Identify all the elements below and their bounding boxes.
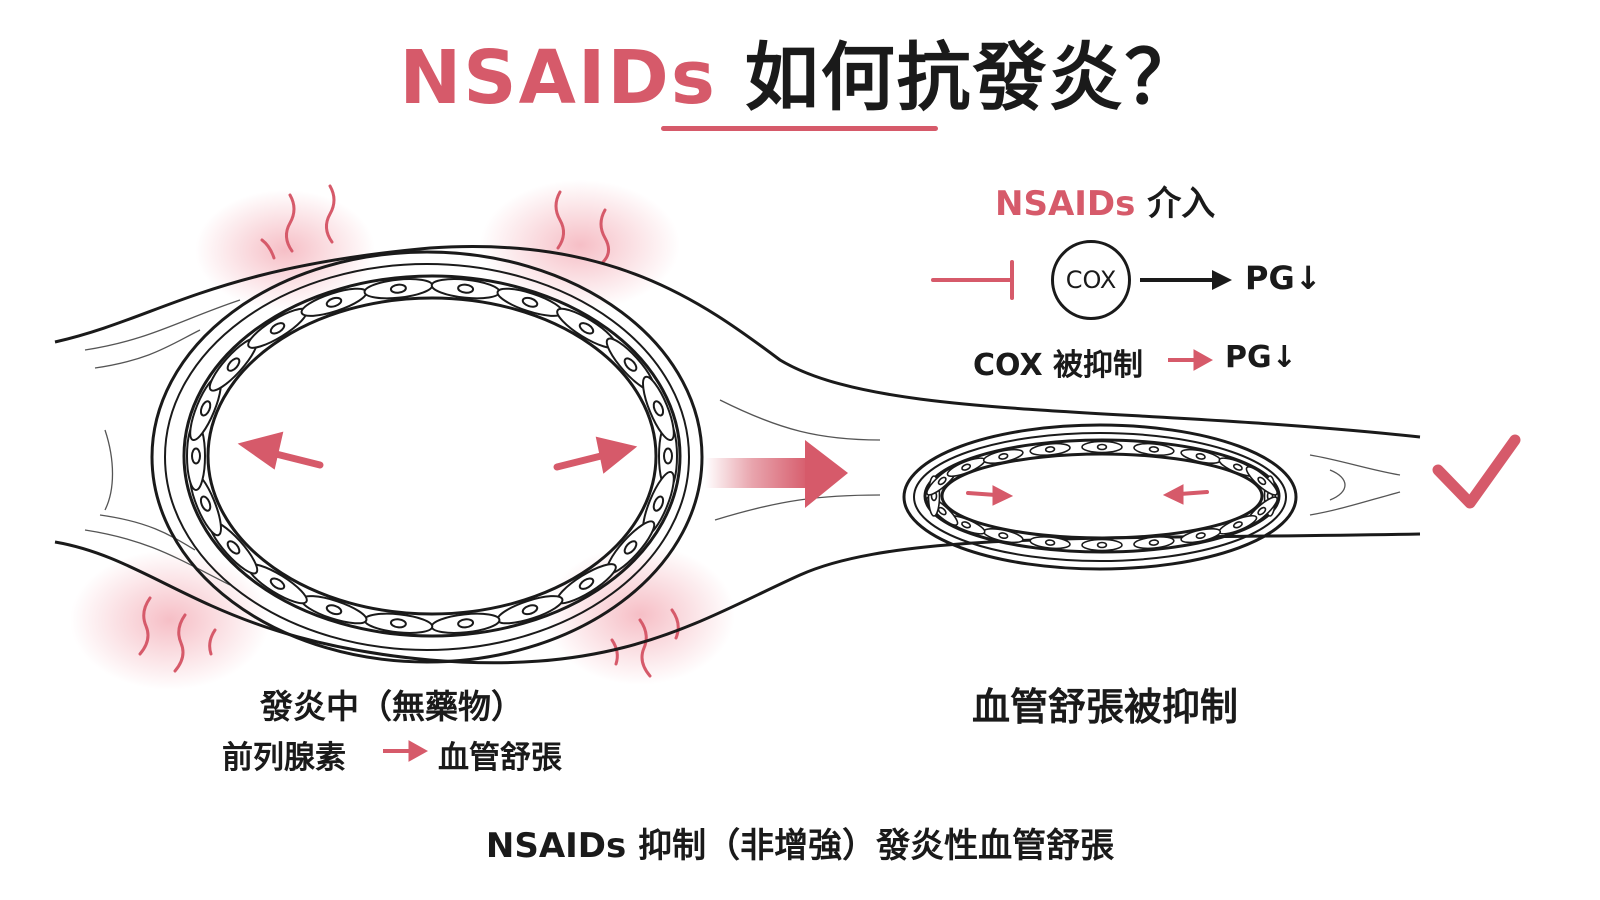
vasodilation-label: 血管舒張: [438, 740, 562, 776]
cell-nucleus: [578, 322, 595, 335]
cell-nucleus: [663, 447, 673, 465]
cell-nucleus: [961, 521, 972, 529]
cell-nucleus: [998, 532, 1009, 540]
pathway-arrow-icon: [383, 740, 429, 762]
endothelial-cells-small: [926, 440, 1278, 552]
cell-nucleus: [226, 540, 241, 555]
cox-enzyme-node: COX: [1051, 240, 1131, 320]
cox-inhibited-label: COX 被抑制: [973, 348, 1144, 383]
cell-nucleus: [1148, 446, 1160, 453]
cell-nucleus: [457, 618, 475, 629]
cell-nucleus: [199, 400, 212, 417]
footer-summary: NSAIDs 抑制（非增強）發炎性血管舒張: [485, 826, 1115, 866]
check-mark-icon: [1432, 434, 1521, 509]
cell-nucleus: [269, 577, 286, 590]
cell-nucleus: [998, 452, 1009, 460]
cell-nucleus: [1044, 539, 1056, 546]
inhibition-tbar-icon: [931, 260, 1014, 300]
cell-nucleus: [521, 296, 539, 308]
cell-nucleus: [325, 296, 343, 308]
outward-arrow-icon: [237, 431, 638, 474]
cell-nucleus: [937, 476, 947, 486]
cell-nucleus: [1257, 506, 1267, 516]
page-title: NSAIDs 如何抗發炎？: [0, 18, 1600, 125]
cell-nucleus: [961, 463, 972, 471]
cell-nucleus: [1232, 521, 1243, 529]
cell-nucleus: [623, 540, 638, 555]
intervention-rest: 介入: [1147, 184, 1216, 224]
cell-nucleus: [226, 357, 241, 372]
title-accent: NSAIDs: [399, 35, 717, 121]
cell-nucleus: [652, 495, 665, 512]
cell-nucleus: [1257, 476, 1267, 486]
cell-nucleus: [457, 283, 475, 294]
pg-decrease-label: PG↓: [1245, 259, 1322, 297]
cell-nucleus: [652, 400, 665, 417]
cell-nucleus: [1044, 446, 1056, 453]
cell-nucleus: [269, 322, 286, 335]
cell-nucleus: [578, 577, 595, 590]
pg-decrease-result: PG↓: [1225, 340, 1297, 375]
intervention-heading: NSAIDs 介入: [995, 176, 1215, 225]
cell-nucleus: [389, 283, 407, 294]
effect-arrow-icon: [1168, 349, 1214, 371]
transition-arrow-icon: [705, 440, 848, 508]
dilated-vessel: [150, 250, 704, 664]
intervention-accent: NSAIDs: [995, 184, 1136, 224]
title-underline: [661, 126, 938, 131]
endothelial-cells: [186, 278, 678, 634]
cell-nucleus: [1096, 443, 1108, 451]
cell-nucleus: [521, 604, 539, 616]
cell-nucleus: [191, 447, 201, 465]
cell-nucleus: [389, 618, 407, 629]
cell-nucleus: [325, 604, 343, 616]
cell-nucleus: [623, 357, 638, 372]
cell-nucleus: [1195, 452, 1206, 460]
constricted-vessel: [902, 423, 1298, 571]
inward-arrow-icon: [966, 484, 1209, 506]
cell-nucleus: [1148, 539, 1160, 546]
title-rest: 如何抗發炎？: [744, 35, 1201, 121]
heat-squiggles-icon: [138, 184, 680, 678]
inflamed-caption: 發炎中（無藥物）: [260, 687, 524, 726]
cell-nucleus: [1195, 532, 1206, 540]
cell-nucleus: [1096, 541, 1108, 549]
cox-to-pg-arrow-icon: [1140, 270, 1232, 290]
prostaglandin-label: 前列腺素: [222, 740, 346, 776]
cell-nucleus: [1232, 463, 1243, 471]
cox-label: COX: [1065, 266, 1117, 294]
cell-nucleus: [199, 495, 212, 512]
suppressed-caption: 血管舒張被抑制: [972, 685, 1239, 729]
